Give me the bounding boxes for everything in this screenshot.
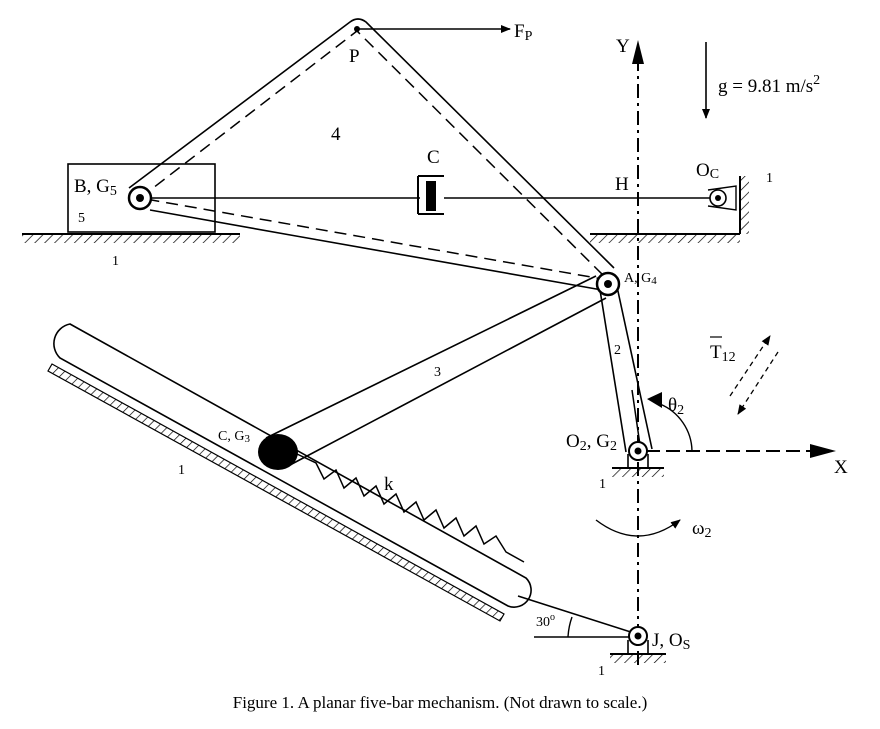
label-fp: FP	[514, 21, 533, 44]
slot-guide	[47, 323, 532, 622]
link-2	[599, 281, 653, 453]
torque-t12-icon	[729, 335, 779, 415]
theta2-arc	[647, 392, 693, 452]
label-c-g3: C, G3	[218, 429, 250, 445]
label-ground-b: 1	[112, 254, 119, 269]
label-b-g5: B, G5	[74, 176, 117, 199]
link-3	[265, 275, 607, 466]
label-damper-c: C	[427, 147, 440, 168]
damper-c	[140, 175, 715, 215]
link-4	[128, 18, 615, 291]
label-p: P	[349, 46, 360, 67]
ground-top	[22, 176, 749, 243]
label-omega2: ω2	[692, 518, 712, 541]
label-t12: T12	[710, 336, 736, 365]
label-link-2: 2	[614, 343, 621, 358]
slider-c-g3	[258, 434, 298, 470]
y-axis	[632, 40, 644, 665]
label-ground-j: 1	[598, 664, 605, 679]
label-ground-slot: 1	[178, 463, 185, 478]
label-gravity: g = 9.81 m/s2	[718, 73, 820, 97]
pivot-o2	[612, 441, 664, 477]
figure-caption: Figure 1. A planar five-bar mechanism. (…	[232, 693, 648, 712]
pivot-oc	[707, 185, 737, 211]
label-spring-k: k	[384, 474, 394, 495]
label-slider-5: 5	[78, 211, 85, 226]
label-j-os: J, OS	[652, 630, 690, 653]
label-x-axis: X	[834, 457, 848, 478]
link-j-slot	[517, 595, 638, 635]
label-h: H	[615, 174, 629, 195]
label-oc: OC	[696, 160, 719, 182]
label-y-axis: Y	[616, 36, 630, 57]
spring-k	[296, 453, 525, 563]
joint-b	[127, 185, 153, 211]
joint-a	[595, 271, 621, 297]
label-a-g4: A, G4	[624, 271, 657, 287]
omega2-arrow	[595, 519, 681, 537]
angle-30	[534, 616, 637, 638]
pivot-j	[610, 626, 666, 663]
x-axis	[646, 444, 836, 458]
label-link-3: 3	[434, 365, 441, 380]
label-ground-oc: 1	[766, 171, 773, 186]
svg-text:T12: T12	[710, 342, 736, 365]
label-o2-g2: O2, G2	[566, 431, 617, 454]
label-theta2: θ2	[668, 395, 684, 418]
label-angle-30: 30o	[536, 612, 555, 630]
label-ground-o2: 1	[599, 477, 606, 492]
label-link-4: 4	[331, 124, 341, 145]
